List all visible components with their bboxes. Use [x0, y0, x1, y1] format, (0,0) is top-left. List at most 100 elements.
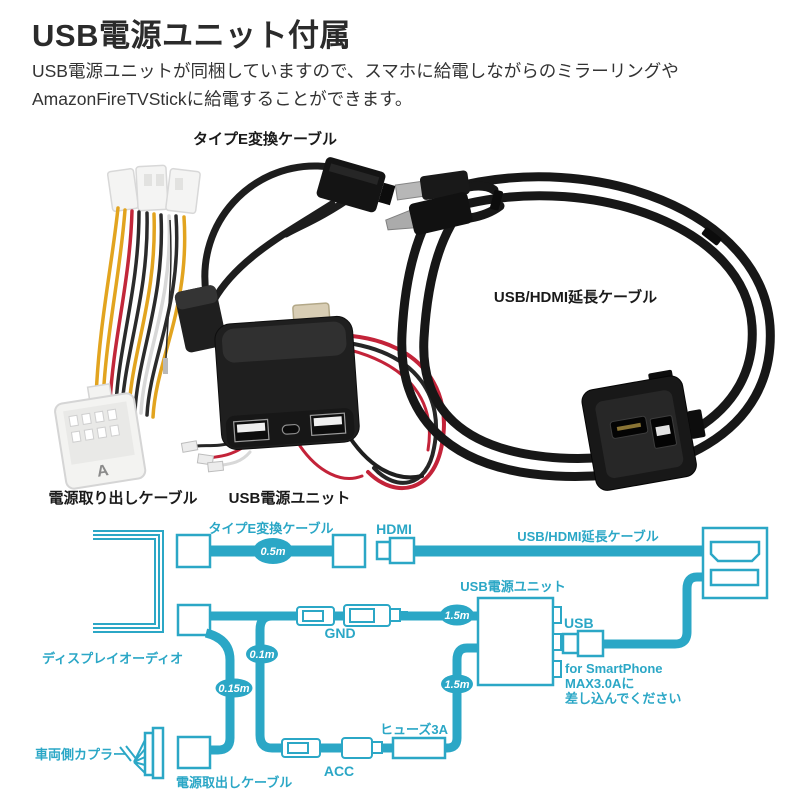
crimp-terminal — [180, 440, 199, 453]
connector-box — [331, 533, 367, 569]
terminal-detail — [349, 608, 375, 623]
terminal-pin — [287, 612, 298, 620]
terminal-detail — [302, 610, 324, 622]
usb-a-tongue — [313, 416, 343, 427]
unit-tab — [552, 633, 562, 651]
panel-socket — [581, 369, 706, 491]
harness-connector — [106, 168, 140, 212]
pin-terminal — [163, 358, 168, 374]
connector-tab — [378, 182, 396, 206]
smartphone-note-1: for SmartPhone — [565, 661, 663, 676]
coupler-bar — [151, 726, 165, 780]
connector-slot — [156, 174, 164, 186]
connector-stripe — [328, 163, 380, 185]
connector-marking: A — [96, 462, 111, 481]
smartphone-note-3: 差し込んでください — [565, 691, 681, 706]
length-takeout: 0.15m — [218, 683, 249, 695]
connector-box — [175, 533, 212, 569]
takeout-line — [204, 628, 235, 755]
hdmi-plug — [385, 192, 473, 235]
crimp-terminal — [207, 460, 225, 473]
harness-connector — [135, 164, 169, 212]
diagram-label-type-e-cable: タイプE変換ケーブル — [209, 521, 334, 536]
page-title: USB電源ユニット付属 — [32, 18, 351, 53]
diagram-label-vehicle-coupler: 車両側カプラー — [35, 747, 126, 762]
branch-line — [255, 611, 280, 753]
terminal-pin — [382, 744, 391, 752]
bracket-line — [93, 538, 156, 625]
acc-terminals — [272, 737, 391, 759]
bracket-line — [93, 530, 164, 633]
terminal-tab — [389, 608, 401, 622]
unit-tab — [552, 606, 562, 624]
terminal-pin — [272, 744, 282, 752]
usb-tongue — [655, 424, 671, 437]
description-line-1: USB電源ユニットが同梱していますので、スマホに給電しながらのミラーリングや — [32, 61, 679, 81]
photo-label-usb-hdmi-cable: USB/HDMI延長ケーブル — [493, 289, 658, 306]
pin-wire — [165, 219, 172, 359]
wiring-diagram: ディスプレイオーディオ タイプE変換ケーブル 0.5m HDMI USB/HDM… — [35, 521, 769, 790]
length-badge — [441, 674, 473, 694]
terminal-detail — [287, 742, 309, 754]
diagram-label-fuse: ヒューズ3A — [380, 722, 449, 737]
usb-plug-symbol — [561, 632, 580, 655]
socket-clip — [687, 409, 706, 439]
photo-usb-hdmi-extension-cable — [385, 170, 775, 491]
hdmi-plug-metal — [385, 209, 415, 231]
harness-main-connector: A — [54, 382, 147, 490]
unit-tab — [552, 660, 562, 678]
hdmi-plug-symbol — [375, 540, 392, 561]
photo-label-usb-unit: USB電源ユニット — [228, 490, 351, 507]
length-badge — [246, 644, 278, 664]
usb-c-port — [281, 423, 300, 435]
pin-hole — [83, 428, 95, 441]
panel-usb-port — [709, 568, 760, 587]
hdmi-contacts — [616, 422, 642, 431]
terminal-tab — [371, 741, 383, 754]
photo-label-type-e-cable: タイプE変換ケーブル — [192, 131, 338, 148]
length-gnd-to-unit: 1.5m — [444, 610, 469, 622]
bracket-line — [93, 534, 160, 629]
length-acc-to-unit: 1.5m — [444, 679, 469, 691]
connector-slot — [144, 174, 152, 186]
cable-tie — [489, 189, 503, 211]
diagram-label-power-takeout-cable: 電源取出しケーブル — [176, 775, 292, 790]
terminal-pin — [400, 611, 408, 620]
pin-hole — [81, 412, 92, 425]
hdmi-plug-body — [408, 192, 473, 235]
cable — [210, 200, 336, 304]
pin-hole — [68, 414, 79, 428]
pin-hole — [106, 408, 118, 421]
diagram-label-gnd: GND — [324, 625, 355, 641]
description: USB電源ユニットが同梱していますので、スマホに給電しながらのミラーリングや Am… — [32, 57, 752, 113]
connector-grip — [174, 285, 218, 310]
usb-plug-body — [419, 170, 470, 200]
pin-hole — [109, 424, 121, 437]
diagram-label-hdmi: HDMI — [376, 521, 412, 537]
cable-tie — [701, 227, 722, 246]
connector-box — [176, 735, 212, 770]
coupler-wires — [133, 739, 146, 774]
pin-hole — [70, 430, 82, 443]
panel-hdmi-port — [709, 540, 761, 563]
terminal-body — [341, 737, 373, 759]
unit-body — [214, 302, 360, 451]
product-photo: A — [54, 157, 775, 491]
description-line-2: AmazonFireTVStickに給電することができます。 — [32, 89, 413, 109]
length-badge — [215, 678, 253, 698]
smartphone-note-2: MAX3.0Aに — [565, 676, 634, 691]
usb-to-panel-line — [603, 572, 703, 649]
diagram-label-usb: USB — [564, 615, 594, 631]
diagram-label-acc: ACC — [324, 763, 354, 779]
diagram-label-usb-hdmi-cable: USB/HDMI延長ケーブル — [517, 529, 659, 544]
gnd-terminals — [287, 604, 408, 627]
photo-label-power-takeout-cable: 電源取り出しケーブル — [48, 490, 198, 507]
connector-box — [176, 603, 212, 637]
fuse-to-unit-line — [445, 643, 478, 753]
length-gnd-branch: 0.1m — [249, 649, 274, 661]
diagram-label-usb-unit: USB電源ユニット — [460, 579, 565, 594]
pin-hole — [94, 410, 105, 423]
photo-type-e-cable — [174, 157, 396, 353]
length-badge — [440, 604, 474, 626]
